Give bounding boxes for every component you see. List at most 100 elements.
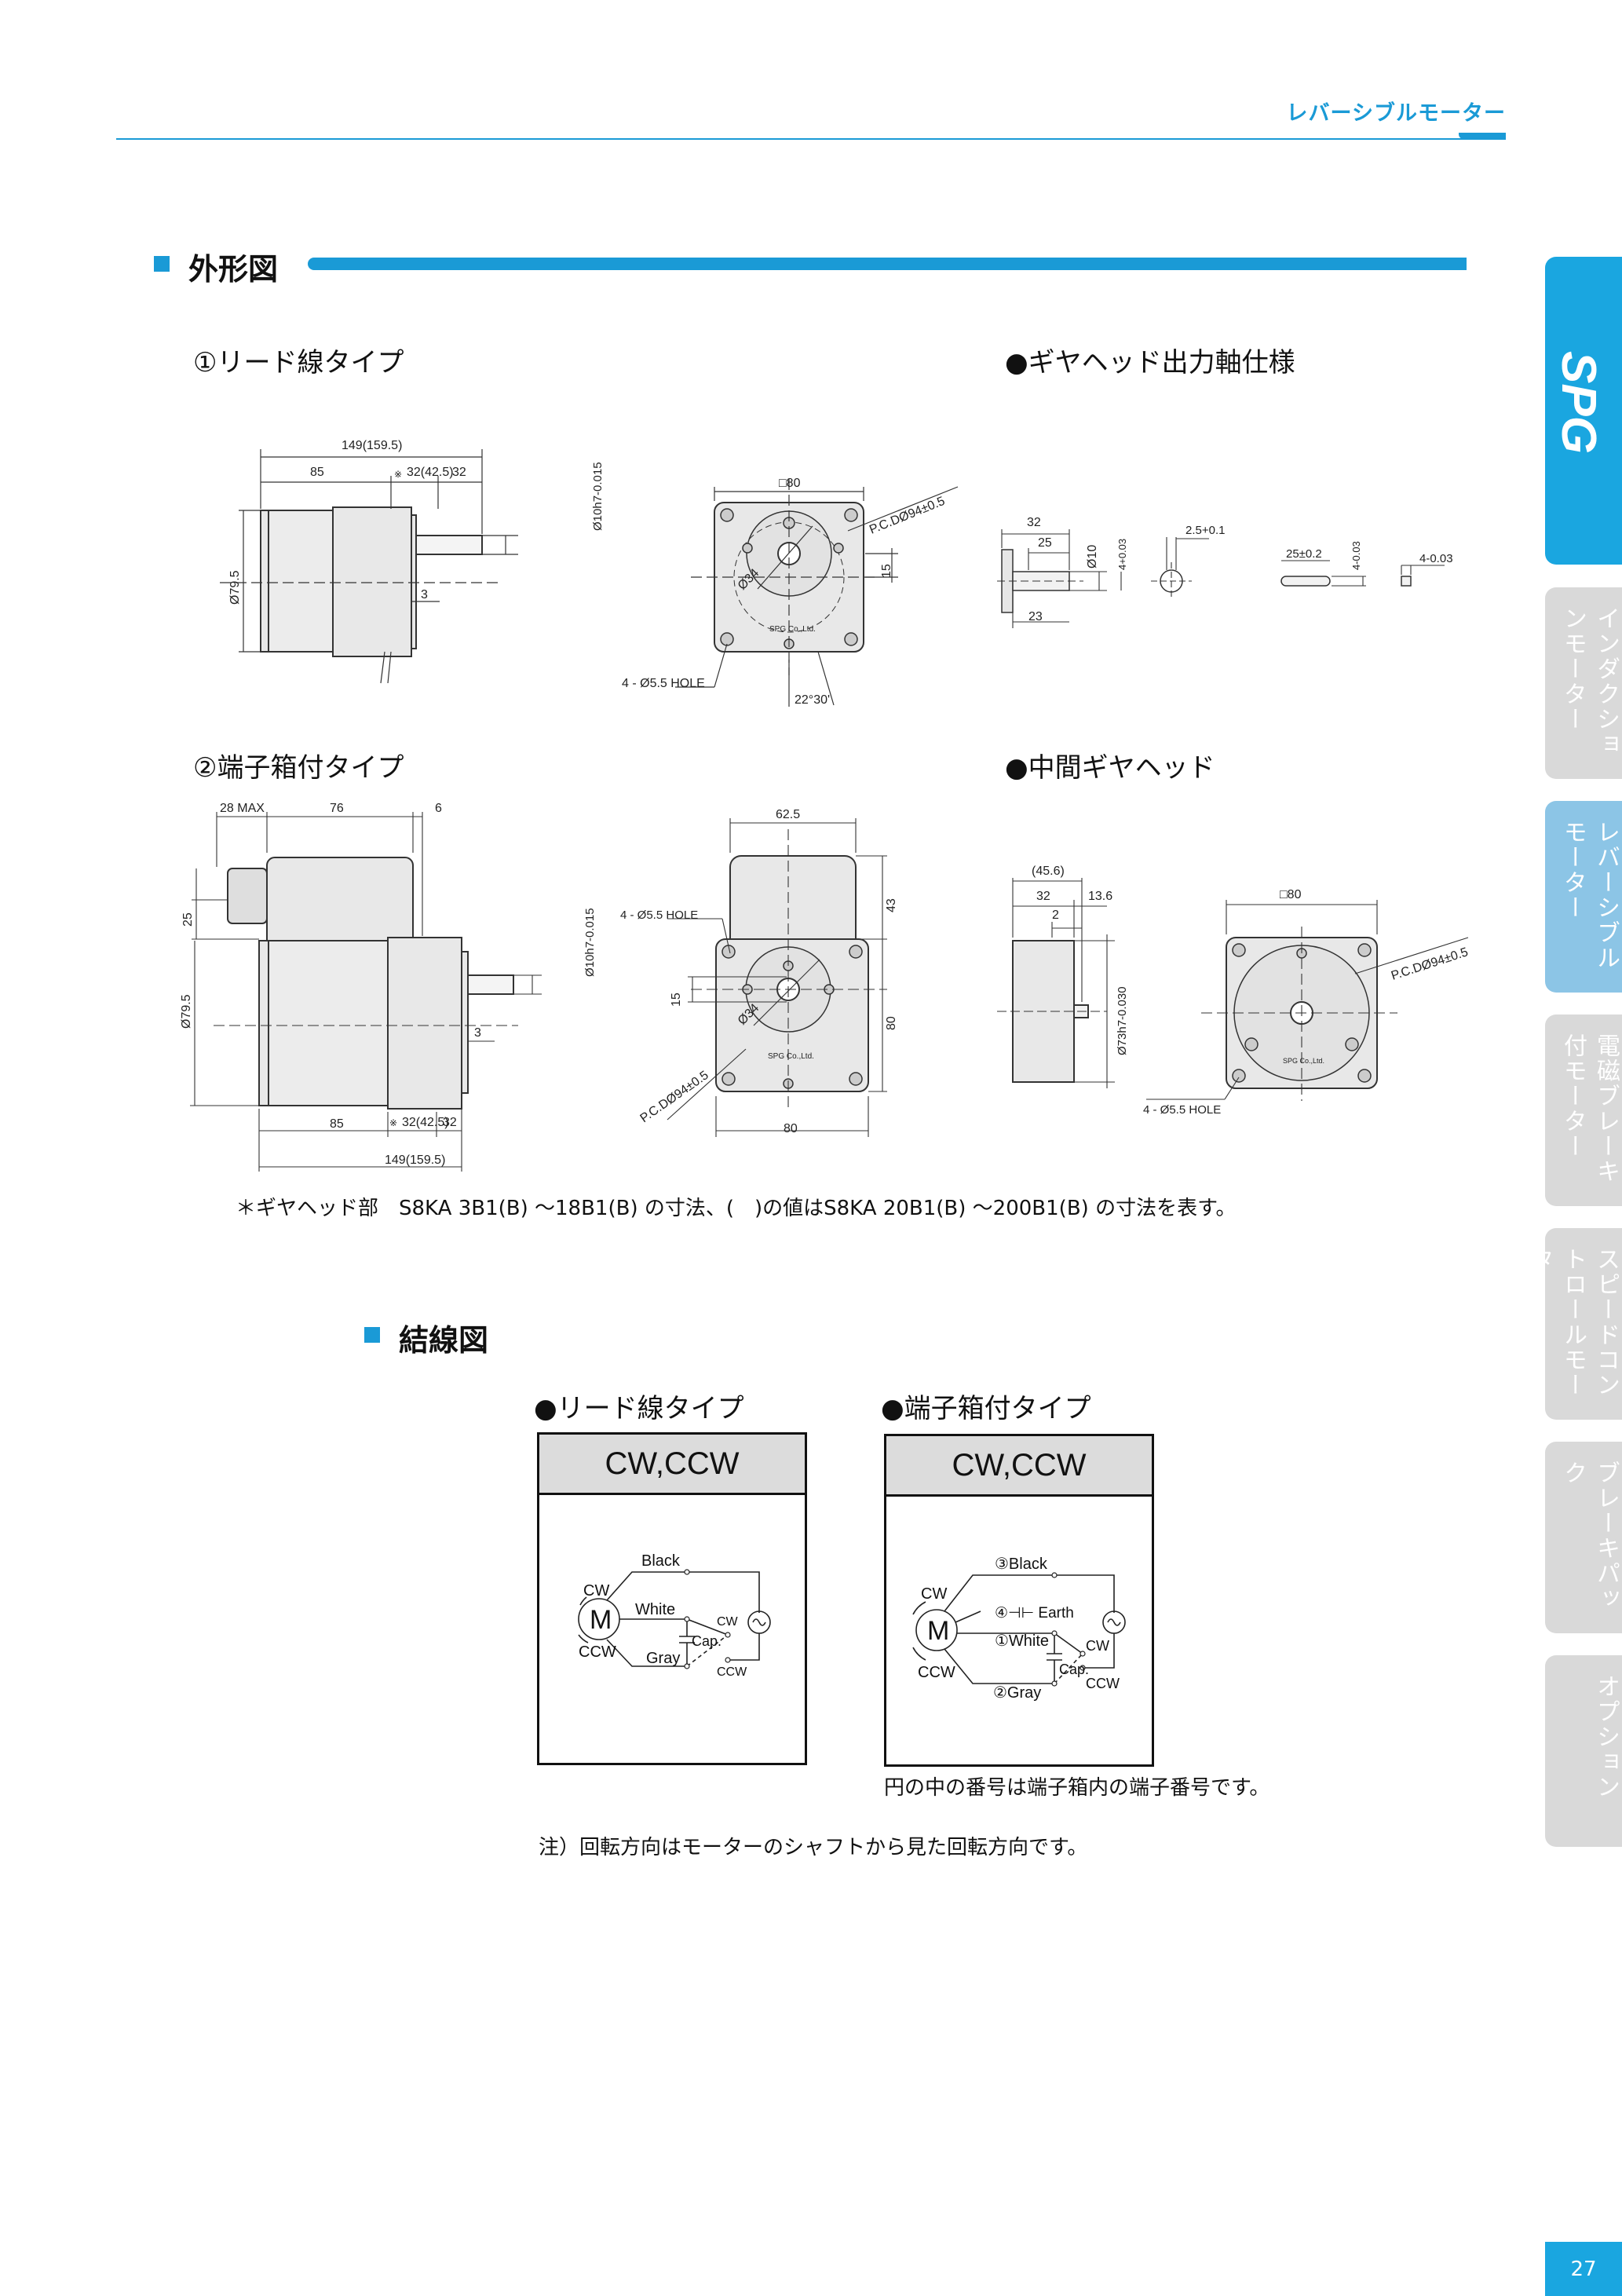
side-tab-label: レバーシブルモーター	[1559, 820, 1620, 971]
dim-text: SPG Co.,Ltd.	[1283, 1057, 1324, 1065]
dim-text: 25	[1038, 536, 1052, 550]
page-number: 27	[1545, 2242, 1622, 2296]
lead-type-heading: ①リード線タイプ	[193, 347, 404, 378]
dim-text: ※	[389, 1117, 397, 1128]
dim-text: 28 MAX	[220, 802, 265, 815]
section-bullet	[154, 256, 170, 272]
dim-text: 3	[421, 588, 428, 601]
dim-text: 85	[310, 466, 324, 479]
rotation-note: 注）回転方向はモーターのシャフトから見た回転方向です。	[539, 1836, 1088, 1859]
wiring-title: 結線図	[399, 1323, 489, 1358]
wire-earth-label: ④⊣⊢ Earth	[995, 1605, 1074, 1621]
dim-text: 2	[1052, 909, 1059, 922]
terminal-type-side-drawing: 28 MAX 76 6 25 Ø79.5 3 Ø10h7-0.015 85 ※ …	[180, 802, 597, 1172]
side-tab-label: オプション	[1592, 1674, 1620, 1800]
side-tab-reversible[interactable]: レバーシブルモーター	[1545, 801, 1622, 993]
dim-text: 15	[670, 993, 683, 1007]
dim-text: ※	[394, 469, 402, 480]
dim-text: □80	[1280, 888, 1302, 901]
dim-text: Ø10h7-0.015	[591, 462, 605, 531]
dim-text: 43	[885, 898, 898, 912]
switch-ccw-label: CCW	[717, 1665, 747, 1679]
switch-ccw-label: CCW	[1086, 1676, 1120, 1691]
terminal-type-front-drawing: 62.5 43 80 80 4 - Ø5.5 HOLE 15 Ø34 SPG C…	[620, 808, 898, 1137]
dim-text: 23	[1028, 610, 1043, 623]
cap-label: Cap.	[692, 1633, 721, 1649]
dim-text: 15	[880, 564, 893, 578]
dim-text: 32	[1036, 890, 1050, 903]
side-tab-option[interactable]: オプション	[1545, 1655, 1622, 1847]
dim-text: 149(159.5)	[385, 1153, 445, 1167]
dim-text: 25	[181, 912, 195, 927]
dim-text: 4 - Ø5.5 HOLE	[620, 909, 698, 922]
switch-cw-label: CW	[717, 1615, 739, 1629]
side-tab-label: ブレーキパック	[1559, 1461, 1620, 1611]
side-tab-spg[interactable]: SPG	[1545, 257, 1622, 565]
dim-text: 22°30'	[795, 693, 830, 707]
side-tab-label: インダクションモーター	[1559, 606, 1620, 757]
dim-text: 32	[443, 1116, 457, 1129]
dim-text: 13.6	[1088, 890, 1112, 903]
dim-text: 80	[784, 1122, 798, 1135]
dim-text: Ø73h7-0.030	[1116, 986, 1129, 1055]
outline-title: 外形図	[188, 252, 279, 287]
dim-text: 4 - Ø5.5 HOLE	[1143, 1103, 1221, 1117]
dim-text: 85	[330, 1117, 344, 1131]
dim-text: SPG Co.,Ltd.	[768, 1052, 814, 1061]
dim-text: 4+0.03	[1116, 539, 1128, 570]
gear-shaft-heading: ●ギヤヘッド出力軸仕様	[1005, 347, 1295, 378]
dim-text: 6	[435, 802, 442, 815]
dim-text: (45.6)	[1032, 865, 1065, 878]
dim-text: 76	[330, 802, 344, 815]
mid-gear-heading: ●中間ギヤヘッド	[1005, 752, 1215, 784]
wire-white-label: ①White	[995, 1632, 1049, 1650]
side-tab-speed-control[interactable]: スピードコントロールモーター	[1526, 1228, 1622, 1420]
dim-text: 25±0.2	[1286, 547, 1322, 561]
dim-text: 4-0.03	[1419, 552, 1453, 565]
section-bullet	[364, 1327, 380, 1343]
wiring-terminal-header: CW,CCW	[886, 1436, 1152, 1497]
wiring-cw-label: CW	[921, 1585, 947, 1603]
side-tab-brake-motor[interactable]: 電磁ブレーキ付モーター	[1545, 1015, 1622, 1206]
wiring-lead-header: CW,CCW	[539, 1435, 805, 1495]
wiring-lead-diagram: M CW CCW Black White Gray Cap. CW CCW	[578, 1552, 771, 1679]
header-rule-tab	[1459, 133, 1506, 139]
dim-text: Ø79.5	[228, 570, 242, 605]
side-tab-label: スピードコントロールモーター	[1526, 1247, 1620, 1398]
mid-gear-drawing: (45.6) 32 13.6 2 Ø73h7-0.030 □80 P.C.DØ9…	[997, 865, 1470, 1117]
wire-black-label: ③Black	[995, 1556, 1048, 1573]
outline-footnote: ＊ギヤヘッド部 S8KA 3B1(B) ～18B1(B) の寸法、( )の値はS…	[236, 1197, 1237, 1220]
wiring-ccw-label: CCW	[918, 1664, 955, 1681]
terminal-note: 円の中の番号は端子箱内の端子番号です。	[884, 1776, 1270, 1800]
dim-text: Ø10	[1086, 545, 1099, 569]
gear-shaft-drawing: 32 25 23 Ø10 4+0.03 2.5+0.1 25±0.2 4-0.0…	[997, 516, 1453, 628]
dim-text: 32(42.5)	[407, 466, 454, 479]
wiring-terminal-box: CW,CCW M CW CCW ③Black	[884, 1434, 1154, 1767]
dim-text: 3	[474, 1026, 481, 1040]
terminal-type-heading: ②端子箱付タイプ	[193, 752, 404, 784]
cap-label: Cap.	[1059, 1662, 1089, 1677]
wire-black-label: Black	[641, 1552, 681, 1570]
dim-text: 2.5+0.1	[1185, 524, 1225, 537]
wiring-cw-label: CW	[583, 1582, 609, 1600]
wiring-terminal-heading: ●端子箱付タイプ	[881, 1393, 1091, 1424]
dim-text: P.C.DØ94±0.5	[868, 495, 947, 537]
wiring-terminal-diagram: M CW CCW ③Black ④⊣⊢ Earth ①White ②Gray C…	[912, 1556, 1126, 1702]
dim-text: 80	[885, 1016, 898, 1030]
dim-text: SPG Co.,Ltd.	[769, 625, 816, 634]
dim-text: P.C.DØ94±0.5	[638, 1069, 711, 1125]
dim-text: 32	[1027, 516, 1041, 529]
wire-gray-label: Gray	[646, 1650, 680, 1667]
dim-text: 4-0.03	[1350, 541, 1362, 570]
header-rule	[116, 138, 1506, 140]
wiring-lead-box: CW,CCW M CW CCW Black W	[537, 1432, 807, 1765]
dim-text: 4 - Ø5.5 HOLE	[622, 677, 705, 690]
side-tab-label: 電磁ブレーキ付モーター	[1559, 1033, 1620, 1184]
side-tab-brake-pack[interactable]: ブレーキパック	[1545, 1442, 1622, 1633]
motor-m-label: M	[927, 1616, 949, 1646]
dim-text: □80	[779, 477, 801, 490]
switch-cw-label: CW	[1086, 1638, 1109, 1654]
wiring-lead-heading: ●リード線タイプ	[534, 1393, 744, 1424]
header-section-title: レバーシブルモーター	[1286, 101, 1506, 126]
side-tab-induction[interactable]: インダクションモーター	[1545, 587, 1622, 779]
